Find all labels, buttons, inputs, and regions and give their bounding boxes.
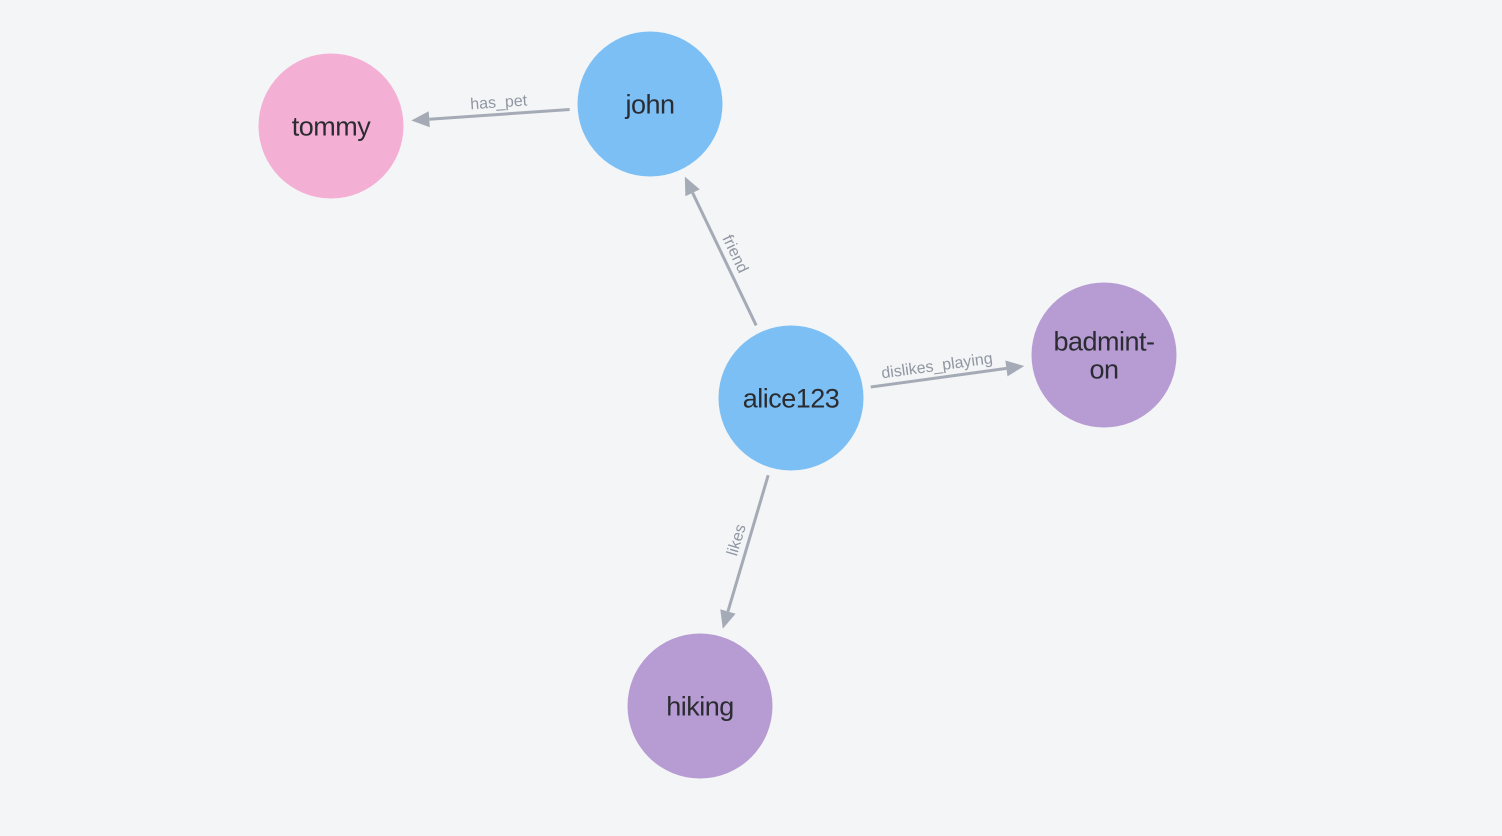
node-circle (258, 53, 404, 199)
node-hiking[interactable]: hiking (627, 633, 773, 779)
edge-likes[interactable]: likes (720, 474, 770, 629)
node-badminton[interactable]: badmint-on (1031, 282, 1177, 428)
node-circle (577, 31, 723, 177)
node-alice123[interactable]: alice123 (718, 325, 864, 471)
node-layer: tommy john alice123 badmint-on hiking (258, 31, 1177, 779)
node-circle (627, 633, 773, 779)
node-circle (1031, 282, 1177, 428)
edge-friend[interactable]: friend (684, 176, 758, 327)
edge-has_pet[interactable]: has_pet (411, 92, 570, 128)
arrowhead-icon (720, 609, 736, 629)
arrowhead-icon (411, 111, 430, 128)
edge-line (726, 474, 770, 612)
node-label-badminton: badmint-on (1053, 326, 1154, 384)
node-tommy[interactable]: tommy (258, 53, 404, 199)
edge-label-has_pet: has_pet (470, 92, 529, 113)
node-label-alice123: alice123 (743, 383, 840, 413)
edge-line (691, 192, 758, 327)
node-label-tommy: tommy (292, 111, 372, 141)
edge-dislikes_playing[interactable]: dislikes_playing (870, 350, 1025, 389)
node-john[interactable]: john (577, 31, 723, 177)
arrowhead-icon (684, 176, 700, 197)
edge-line (870, 366, 1007, 389)
node-label-john: john (624, 89, 674, 119)
edge-line (429, 108, 570, 121)
node-label-hiking: hiking (666, 691, 734, 721)
arrowhead-icon (1005, 360, 1025, 377)
node-circle (718, 325, 864, 471)
